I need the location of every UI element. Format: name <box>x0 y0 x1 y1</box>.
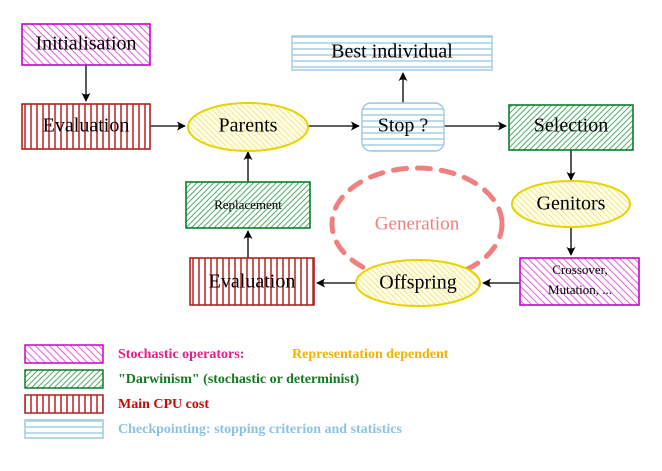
legend-swatch-magenta-diagonal <box>24 344 104 364</box>
replacement-label: Replacement <box>214 197 282 212</box>
node-selection[interactable]: Selection <box>508 104 634 151</box>
selection-box[interactable] <box>508 104 634 151</box>
legend-label-stochastic-operators: Stochastic operators: <box>118 347 244 362</box>
replacement-box[interactable] <box>185 181 311 229</box>
parents-label: Parents <box>219 115 278 137</box>
evaluation-bottom-label: Evaluation <box>209 271 296 293</box>
genitors-ellipse[interactable] <box>511 180 631 228</box>
legend-swatch-green-diagonal <box>24 369 104 389</box>
offspring-ellipse[interactable] <box>355 259 481 307</box>
node-offspring[interactable]: Offspring <box>355 259 481 307</box>
best-individual-label: Best individual <box>331 41 453 63</box>
legend-item-main-cpu-cost: Main CPU cost <box>24 394 209 414</box>
stop-box[interactable] <box>361 102 445 152</box>
node-evaluation-top[interactable]: Evaluation <box>21 103 151 150</box>
evaluation-bottom-box[interactable] <box>189 257 315 306</box>
edges-layer <box>81 65 576 288</box>
crossover-label-line2: Mutation, ... <box>548 282 612 297</box>
initialisation-label: Initialisation <box>35 33 136 55</box>
legend-swatch-red-vertical <box>24 394 104 414</box>
parents-ellipse[interactable] <box>187 102 309 152</box>
legend: Stochastic operators: Representation dep… <box>24 344 449 439</box>
legend-label-representation-dependent: Representation dependent <box>292 347 449 362</box>
legend-swatch-blue-horizontal <box>24 419 104 439</box>
legend-label-main-cpu-cost: Main CPU cost <box>118 397 209 412</box>
node-genitors[interactable]: Genitors <box>511 180 631 228</box>
node-replacement[interactable]: Replacement <box>185 181 311 229</box>
initialisation-box[interactable] <box>21 23 151 66</box>
crossover-label-line1: Crossover, <box>552 262 607 277</box>
node-stop[interactable]: Stop ? <box>361 102 445 152</box>
offspring-label: Offspring <box>379 272 456 294</box>
legend-label-checkpointing: Checkpointing: stopping criterion and st… <box>118 422 402 437</box>
selection-label: Selection <box>534 115 608 137</box>
legend-label-darwinism: "Darwinism" (stochastic or determinist) <box>118 372 360 387</box>
evaluation-top-label: Evaluation <box>43 115 130 137</box>
node-initialisation[interactable]: Initialisation <box>21 23 151 66</box>
evaluation-top-box[interactable] <box>21 103 151 150</box>
legend-item-stochastic-operators: Stochastic operators: Representation dep… <box>24 344 449 364</box>
generation-dashed-ellipse <box>329 165 505 283</box>
node-generation: Generation <box>329 165 505 283</box>
node-evaluation-bottom[interactable]: Evaluation <box>189 257 315 306</box>
crossover-mutation-box[interactable] <box>519 257 640 306</box>
legend-item-darwinism: "Darwinism" (stochastic or determinist) <box>24 369 360 389</box>
node-best-individual[interactable]: Best individual <box>291 35 493 71</box>
generation-label: Generation <box>375 213 460 234</box>
node-parents[interactable]: Parents <box>187 102 309 152</box>
node-crossover-mutation[interactable]: Crossover, Mutation, ... <box>519 257 640 306</box>
legend-item-checkpointing: Checkpointing: stopping criterion and st… <box>24 419 402 439</box>
best-individual-box[interactable] <box>291 35 493 71</box>
stop-label: Stop ? <box>378 115 429 137</box>
genitors-label: Genitors <box>537 193 606 215</box>
